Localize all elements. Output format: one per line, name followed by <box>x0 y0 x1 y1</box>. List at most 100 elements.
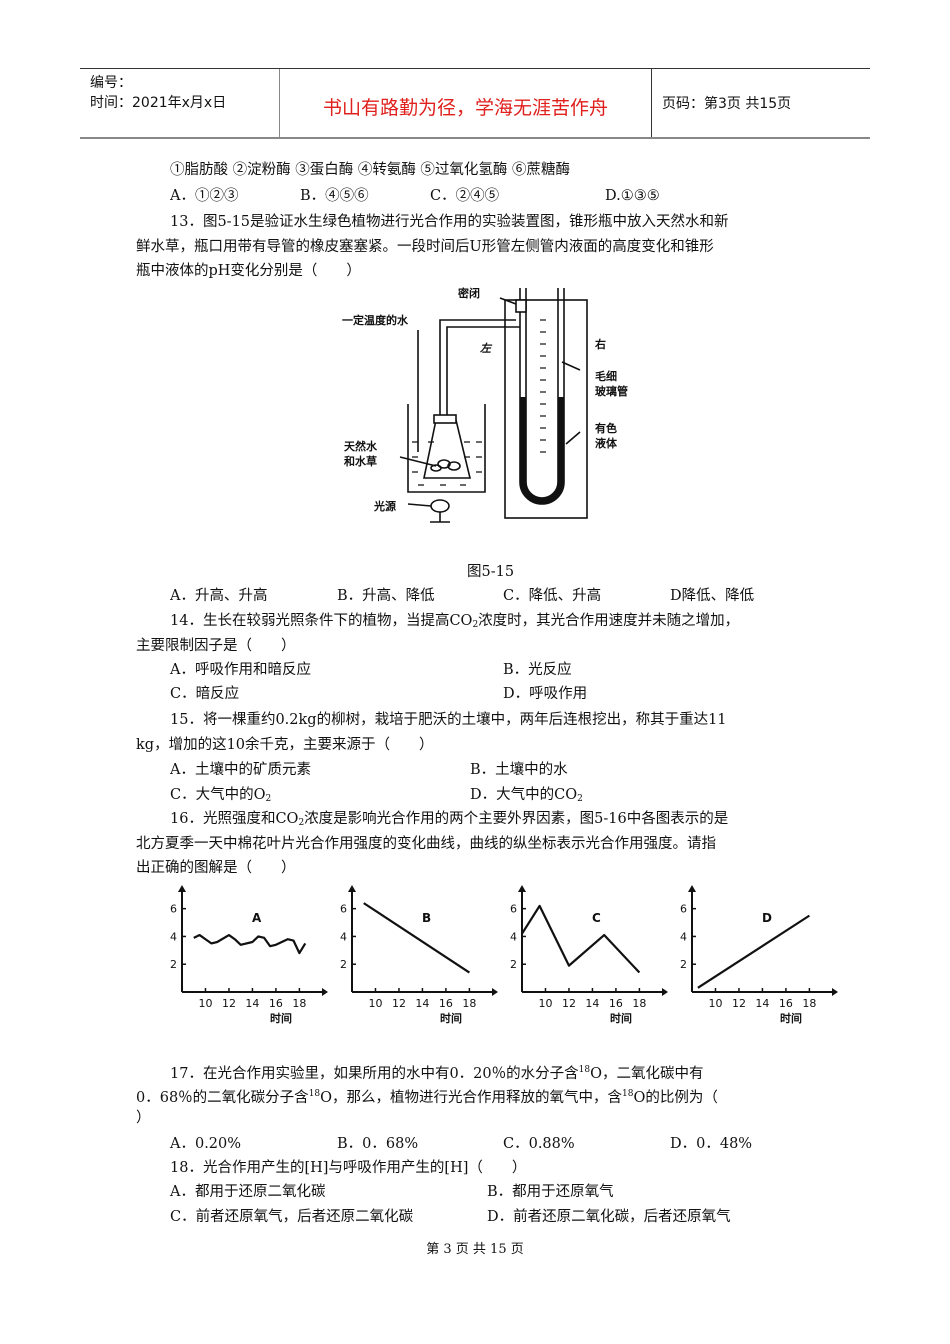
svg-text:12: 12 <box>562 997 576 1010</box>
chart-b: 2 4 6 10 12 14 16 18 B 时间 <box>330 882 500 1032</box>
header-meta: 编号： 时间：2021年x月x日 <box>80 69 280 137</box>
svg-text:6: 6 <box>340 903 347 916</box>
svg-text:10: 10 <box>538 997 552 1010</box>
q14-stem-line2: 主要限制因子是（ ） <box>136 638 296 654</box>
q17-option-d: D．0．48% <box>670 1136 753 1152</box>
svg-text:时间: 时间 <box>270 1011 292 1025</box>
svg-text:10: 10 <box>368 997 382 1010</box>
svg-text:2: 2 <box>170 958 177 971</box>
svg-text:时间: 时间 <box>780 1011 802 1025</box>
svg-text:12: 12 <box>732 997 746 1010</box>
svg-text:6: 6 <box>510 903 517 916</box>
label-left: 左 <box>480 342 493 355</box>
q15-option-d: D．大气中的CO2 <box>470 787 583 804</box>
label-colored-1: 有色 <box>595 421 617 435</box>
svg-text:B: B <box>422 911 431 925</box>
figure-5-15-apparatus: 密闭 一定温度的水 左 右 毛细 玻璃管 有色 液体 天然水 和水草 光源 <box>340 282 660 542</box>
q13-option-b: B．升高、降低 <box>337 588 435 604</box>
q15-stem-line1: 15．将一棵重约0.2kg的柳树，栽培于肥沃的土壤中，两年后连根挖出，称其于重达… <box>170 712 727 728</box>
svg-text:18: 18 <box>802 997 816 1010</box>
q17-stem-line3: ） <box>136 1110 151 1126</box>
q15-option-a: A．土壤中的矿质元素 <box>170 762 311 778</box>
q15-option-b: B．土壤中的水 <box>470 762 568 778</box>
q14-option-d: D．呼吸作用 <box>503 686 588 702</box>
label-colored-2: 液体 <box>595 436 618 450</box>
q18-stem: 18．光合作用产生的[H]与呼吸作用产生的[H]（ ） <box>170 1160 527 1176</box>
svg-text:16: 16 <box>269 997 283 1010</box>
q16-stem-line1: 16．光照强度和CO2浓度是影响光合作用的两个主要外界因素，图5-16中各图表示… <box>170 811 729 828</box>
label-natural-2: 和水草 <box>344 454 377 468</box>
svg-text:6: 6 <box>680 903 687 916</box>
q18-option-a: A．都用于还原二氧化碳 <box>170 1184 326 1200</box>
q13-stem-line3: 瓶中液体的pH变化分别是（ ） <box>136 263 361 279</box>
q14-option-c: C．暗反应 <box>170 686 240 702</box>
svg-text:2: 2 <box>340 958 347 971</box>
label-capillary-2: 玻璃管 <box>595 384 628 398</box>
svg-text:18: 18 <box>292 997 306 1010</box>
q13-option-d: D降低、降低 <box>670 588 755 604</box>
q12-option-c: C．②④⑤ <box>430 188 500 204</box>
label-sealed: 密闭 <box>458 286 480 300</box>
q17-stem-line2: 0．68％的二氧化碳分子含18O，那么，植物进行光合作用释放的氧气中，含18O的… <box>136 1089 718 1106</box>
q18-option-b: B．都用于还原氧气 <box>487 1184 614 1200</box>
svg-text:4: 4 <box>510 930 517 943</box>
document-number-label: 编号： <box>90 75 132 91</box>
figure-5-15-caption: 图5-15 <box>467 564 515 580</box>
svg-text:14: 14 <box>755 997 769 1010</box>
label-right: 右 <box>594 337 606 351</box>
svg-text:16: 16 <box>439 997 453 1010</box>
svg-text:2: 2 <box>510 958 517 971</box>
q12-option-a: A．①②③ <box>170 188 239 204</box>
chart-d: 2 4 6 10 12 14 16 18 D 时间 <box>670 882 840 1032</box>
svg-text:6: 6 <box>170 903 177 916</box>
q14-option-a: A．呼吸作用和暗反应 <box>170 662 311 678</box>
svg-text:4: 4 <box>170 930 177 943</box>
svg-text:18: 18 <box>632 997 646 1010</box>
chart-c: 2 4 6 10 12 14 16 18 C 时间 <box>500 882 670 1032</box>
page-header: 编号： 时间：2021年x月x日 书山有路勤为径，学海无涯苦作舟 页码：第3页 … <box>80 68 870 139</box>
svg-text:16: 16 <box>779 997 793 1010</box>
svg-text:12: 12 <box>222 997 236 1010</box>
svg-text:时间: 时间 <box>610 1011 632 1025</box>
q12-option-b: B．④⑤⑥ <box>300 188 369 204</box>
svg-text:4: 4 <box>340 930 347 943</box>
q18-option-d: D．前者还原二氧化碳，后者还原氧气 <box>487 1209 731 1225</box>
svg-text:16: 16 <box>609 997 623 1010</box>
q14-option-b: B．光反应 <box>503 662 572 678</box>
svg-text:12: 12 <box>392 997 406 1010</box>
svg-text:D: D <box>762 911 772 925</box>
svg-text:14: 14 <box>585 997 599 1010</box>
apparatus-diagram: 密闭 一定温度的水 左 右 毛细 玻璃管 有色 液体 天然水 和水草 光源 <box>342 286 628 523</box>
q13-option-a: A．升高、升高 <box>170 588 268 604</box>
q17-option-a: A．0.20% <box>170 1136 242 1152</box>
svg-text:14: 14 <box>245 997 259 1010</box>
q16-stem-line3: 出正确的图解是（ ） <box>136 860 296 876</box>
svg-text:2: 2 <box>680 958 687 971</box>
svg-text:10: 10 <box>708 997 722 1010</box>
q12-option-d: D.①③⑤ <box>605 188 660 204</box>
q17-option-c: C．0.88% <box>503 1136 575 1152</box>
header-page-info: 页码：第3页 共15页 <box>662 96 792 112</box>
svg-text:时间: 时间 <box>440 1011 462 1025</box>
header-motto: 书山有路勤为径，学海无涯苦作舟 <box>280 69 652 137</box>
label-natural-1: 天然水 <box>344 439 378 453</box>
label-water-temp: 一定温度的水 <box>342 313 409 327</box>
q13-option-c: C．降低、升高 <box>503 588 602 604</box>
q17-option-b: B．0．68% <box>337 1136 419 1152</box>
q15-option-c: C．大气中的O2 <box>170 787 272 804</box>
q12-items: ①脂肪酸 ②淀粉酶 ③蛋白酶 ④转氨酶 ⑤过氧化氢酶 ⑥蔗糖酶 <box>170 162 571 178</box>
q13-stem-line2: 鲜水草，瓶口用带有导管的橡皮塞塞紧。一段时间后U形管左侧管内液面的高度变化和锥形 <box>136 239 714 255</box>
svg-text:4: 4 <box>680 930 687 943</box>
q16-stem-line2: 北方夏季一天中棉花叶片光合作用强度的变化曲线，曲线的纵坐标表示光合作用强度。请指 <box>136 836 716 852</box>
svg-text:C: C <box>592 911 601 925</box>
svg-text:18: 18 <box>462 997 476 1010</box>
q15-stem-line2: kg，增加的这10余千克，主要来源于（ ） <box>136 737 434 753</box>
document-date-label: 时间：2021年x月x日 <box>90 95 227 111</box>
q17-stem-line1: 17．在光合作用实验里，如果所用的水中有0．20％的水分子含18O，二氧化碳中有 <box>170 1065 704 1082</box>
label-capillary-1: 毛细 <box>595 369 617 383</box>
q13-stem-line1: 13．图5-15是验证水生绿色植物进行光合作用的实验装置图，锥形瓶中放入天然水和… <box>170 214 729 230</box>
q14-stem-line1: 14．生长在较弱光照条件下的植物，当提高CO2浓度时，其光合作用速度并未随之增加… <box>170 613 740 630</box>
svg-text:14: 14 <box>415 997 429 1010</box>
